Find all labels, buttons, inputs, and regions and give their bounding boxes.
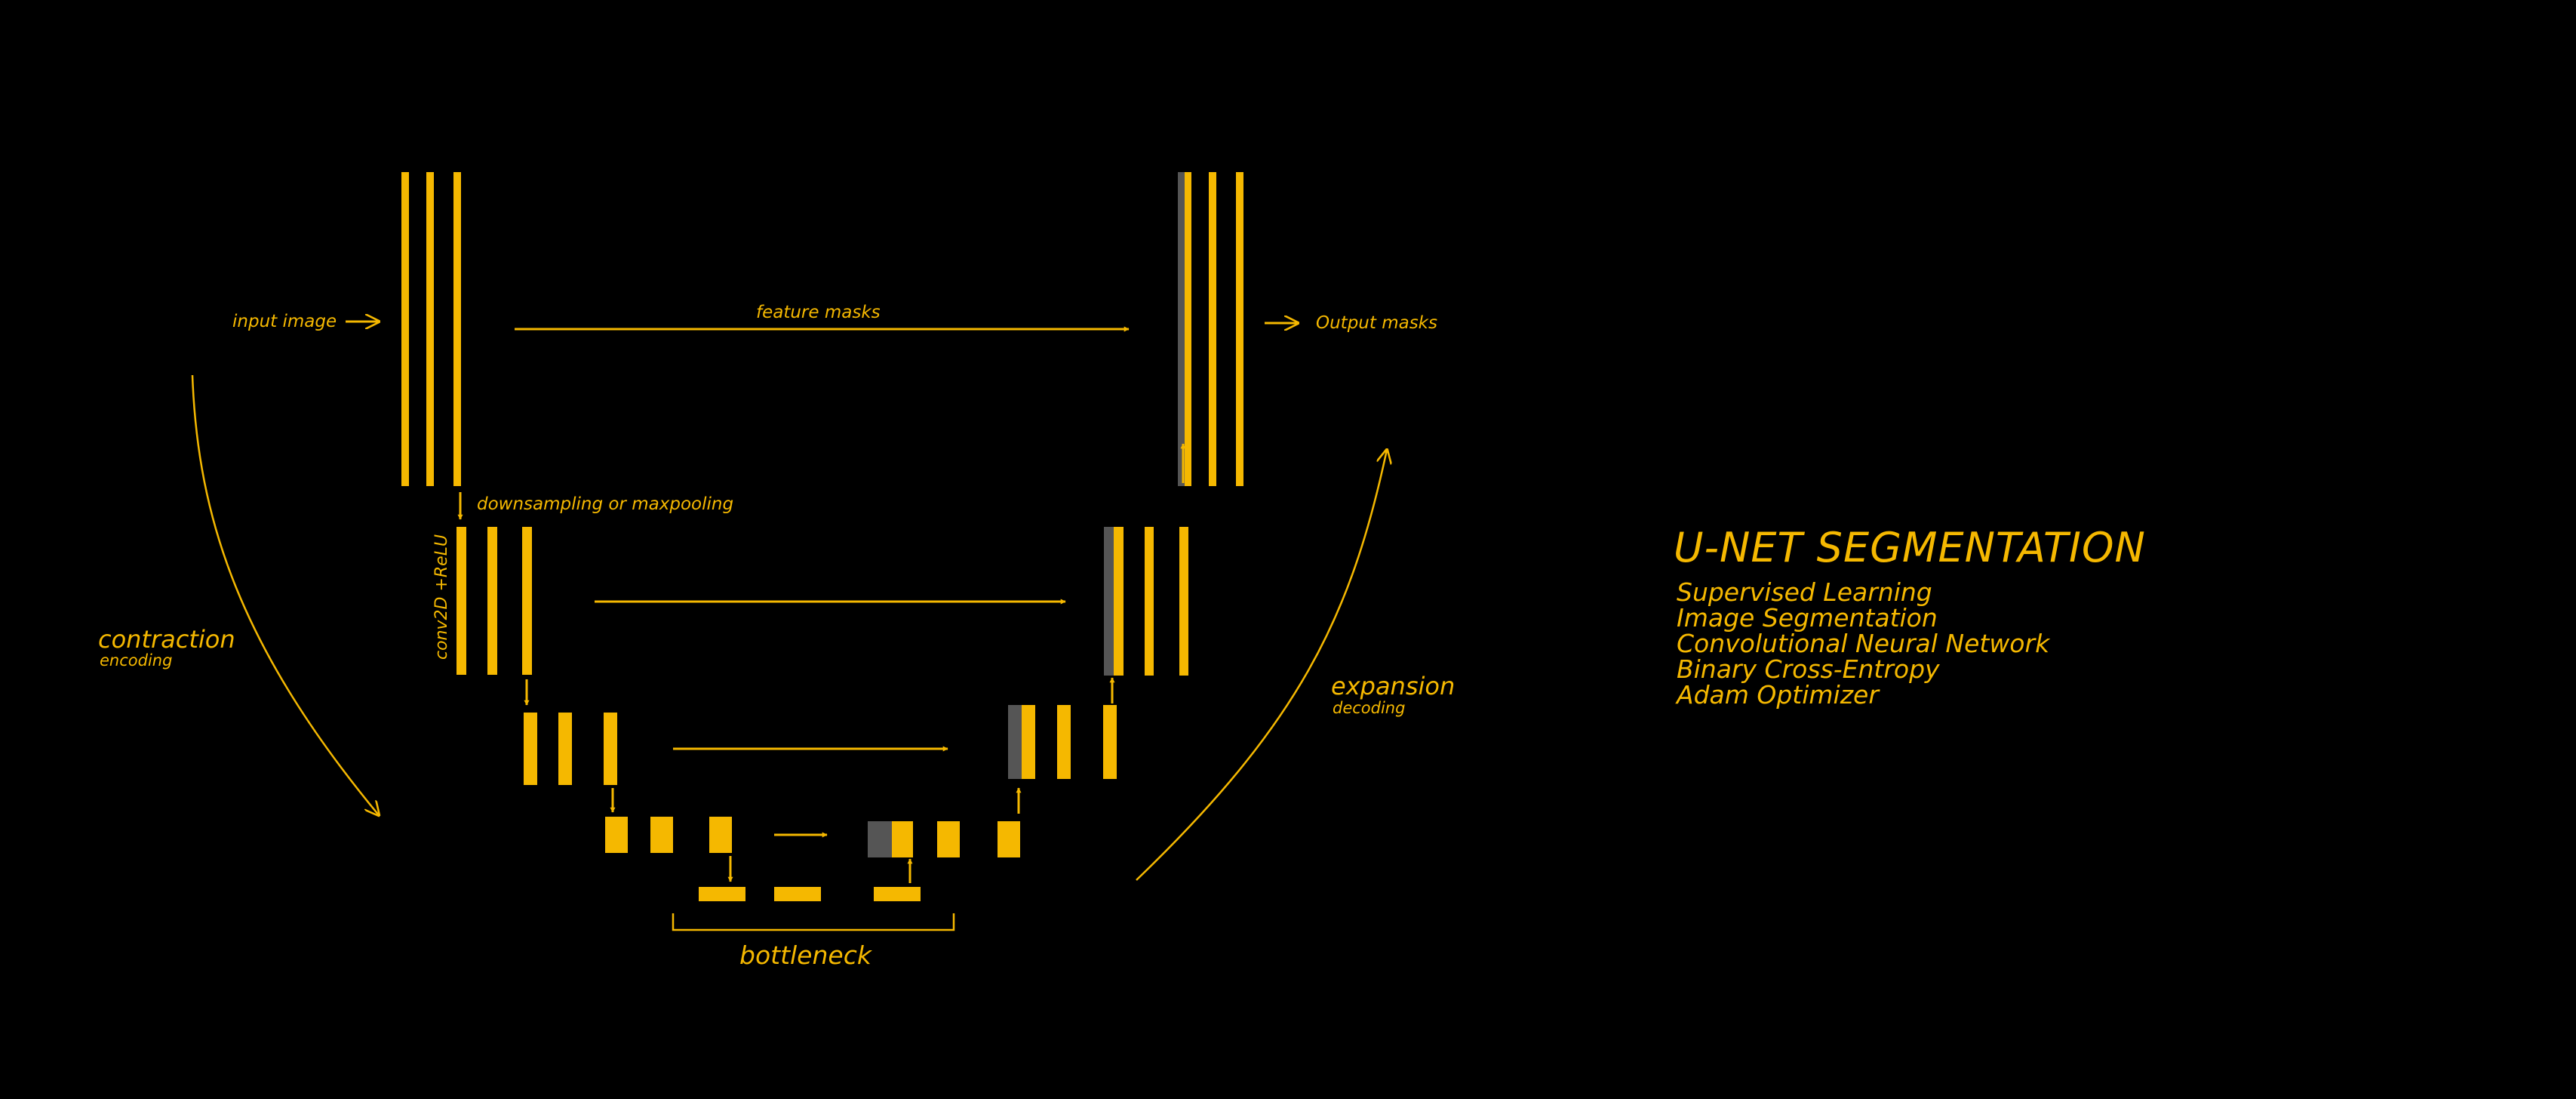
feature-map-bar: [401, 172, 409, 486]
page-title: U-NET SEGMENTATION: [1674, 524, 2146, 571]
feature-map-bar: [998, 821, 1020, 857]
feature-map-bar: [558, 713, 572, 785]
output-masks-label: Output masks: [1316, 313, 1437, 333]
feature-map-bar: [892, 821, 913, 857]
bottleneck-blocks: [699, 887, 921, 901]
feature-map-bar: [487, 527, 497, 675]
feature-map-bar: [522, 527, 532, 675]
feature-map-bar: [699, 887, 745, 901]
feature-map-bar: [774, 887, 821, 901]
feature-map-bar: [1057, 705, 1071, 779]
feature-map-bar: [1145, 527, 1154, 676]
contraction-label: contraction: [98, 625, 235, 654]
feature-map-bar: [1209, 172, 1216, 486]
bottleneck-bracket: [672, 913, 955, 931]
feature-map-bar: [1179, 527, 1188, 676]
skip-concat-block: [1178, 172, 1185, 486]
feature-map-bar: [709, 817, 732, 853]
list-item: Image Segmentation: [1677, 603, 1938, 633]
conv-relu-label: conv2D +ReLU: [432, 534, 451, 660]
feature-map-bar: [456, 527, 466, 675]
feature-map-bar: [604, 713, 617, 785]
bottleneck-label: bottleneck: [739, 940, 873, 970]
feature-masks-label: feature masks: [756, 303, 881, 322]
decoder-level-2: [1104, 527, 1188, 676]
decoder-level-1: [1178, 172, 1243, 486]
list-item: Convolutional Neural Network: [1677, 629, 2050, 658]
feature-map-bar: [524, 713, 537, 785]
summary-panel: U-NET SEGMENTATION Supervised Learning I…: [1674, 522, 2146, 708]
feature-map-bar: [426, 172, 434, 486]
feature-map-bar: [1236, 172, 1243, 486]
encoder-level-3: [524, 713, 617, 785]
feature-map-bar: [1103, 705, 1117, 779]
feature-map-bar: [937, 821, 960, 857]
contraction-arrow: [191, 374, 379, 815]
downsampling-label: downsampling or maxpooling: [477, 494, 733, 514]
feature-map-bar: [1185, 172, 1191, 486]
encoder-level-4: [605, 817, 732, 853]
feature-map-bar: [1114, 527, 1124, 676]
skip-concat-block: [1104, 527, 1114, 676]
feature-map-bar: [1022, 705, 1035, 779]
feature-map-bar: [874, 887, 921, 901]
decoder-level-3: [1008, 705, 1117, 779]
encoding-label: encoding: [100, 651, 172, 670]
decoder-level-4: [868, 821, 1020, 857]
feature-map-bar: [605, 817, 628, 853]
expansion-label: expansion: [1331, 672, 1455, 700]
input-image-label: input image: [232, 312, 337, 331]
encoder-level-1: [401, 172, 461, 486]
decoding-label: decoding: [1333, 699, 1405, 717]
list-item: Binary Cross-Entropy: [1677, 654, 1940, 684]
feature-map-bar: [650, 817, 673, 853]
feature-map-bar: [453, 172, 461, 486]
summary-list: Supervised Learning Image Segmentation C…: [1674, 580, 2146, 708]
list-item: Supervised Learning: [1677, 577, 1932, 607]
expansion-arrow: [1136, 450, 1387, 881]
skip-concat-block: [1008, 705, 1022, 779]
encoder-level-2: [456, 527, 532, 675]
list-item: Adam Optimizer: [1677, 680, 1879, 710]
skip-concat-block: [868, 821, 892, 857]
